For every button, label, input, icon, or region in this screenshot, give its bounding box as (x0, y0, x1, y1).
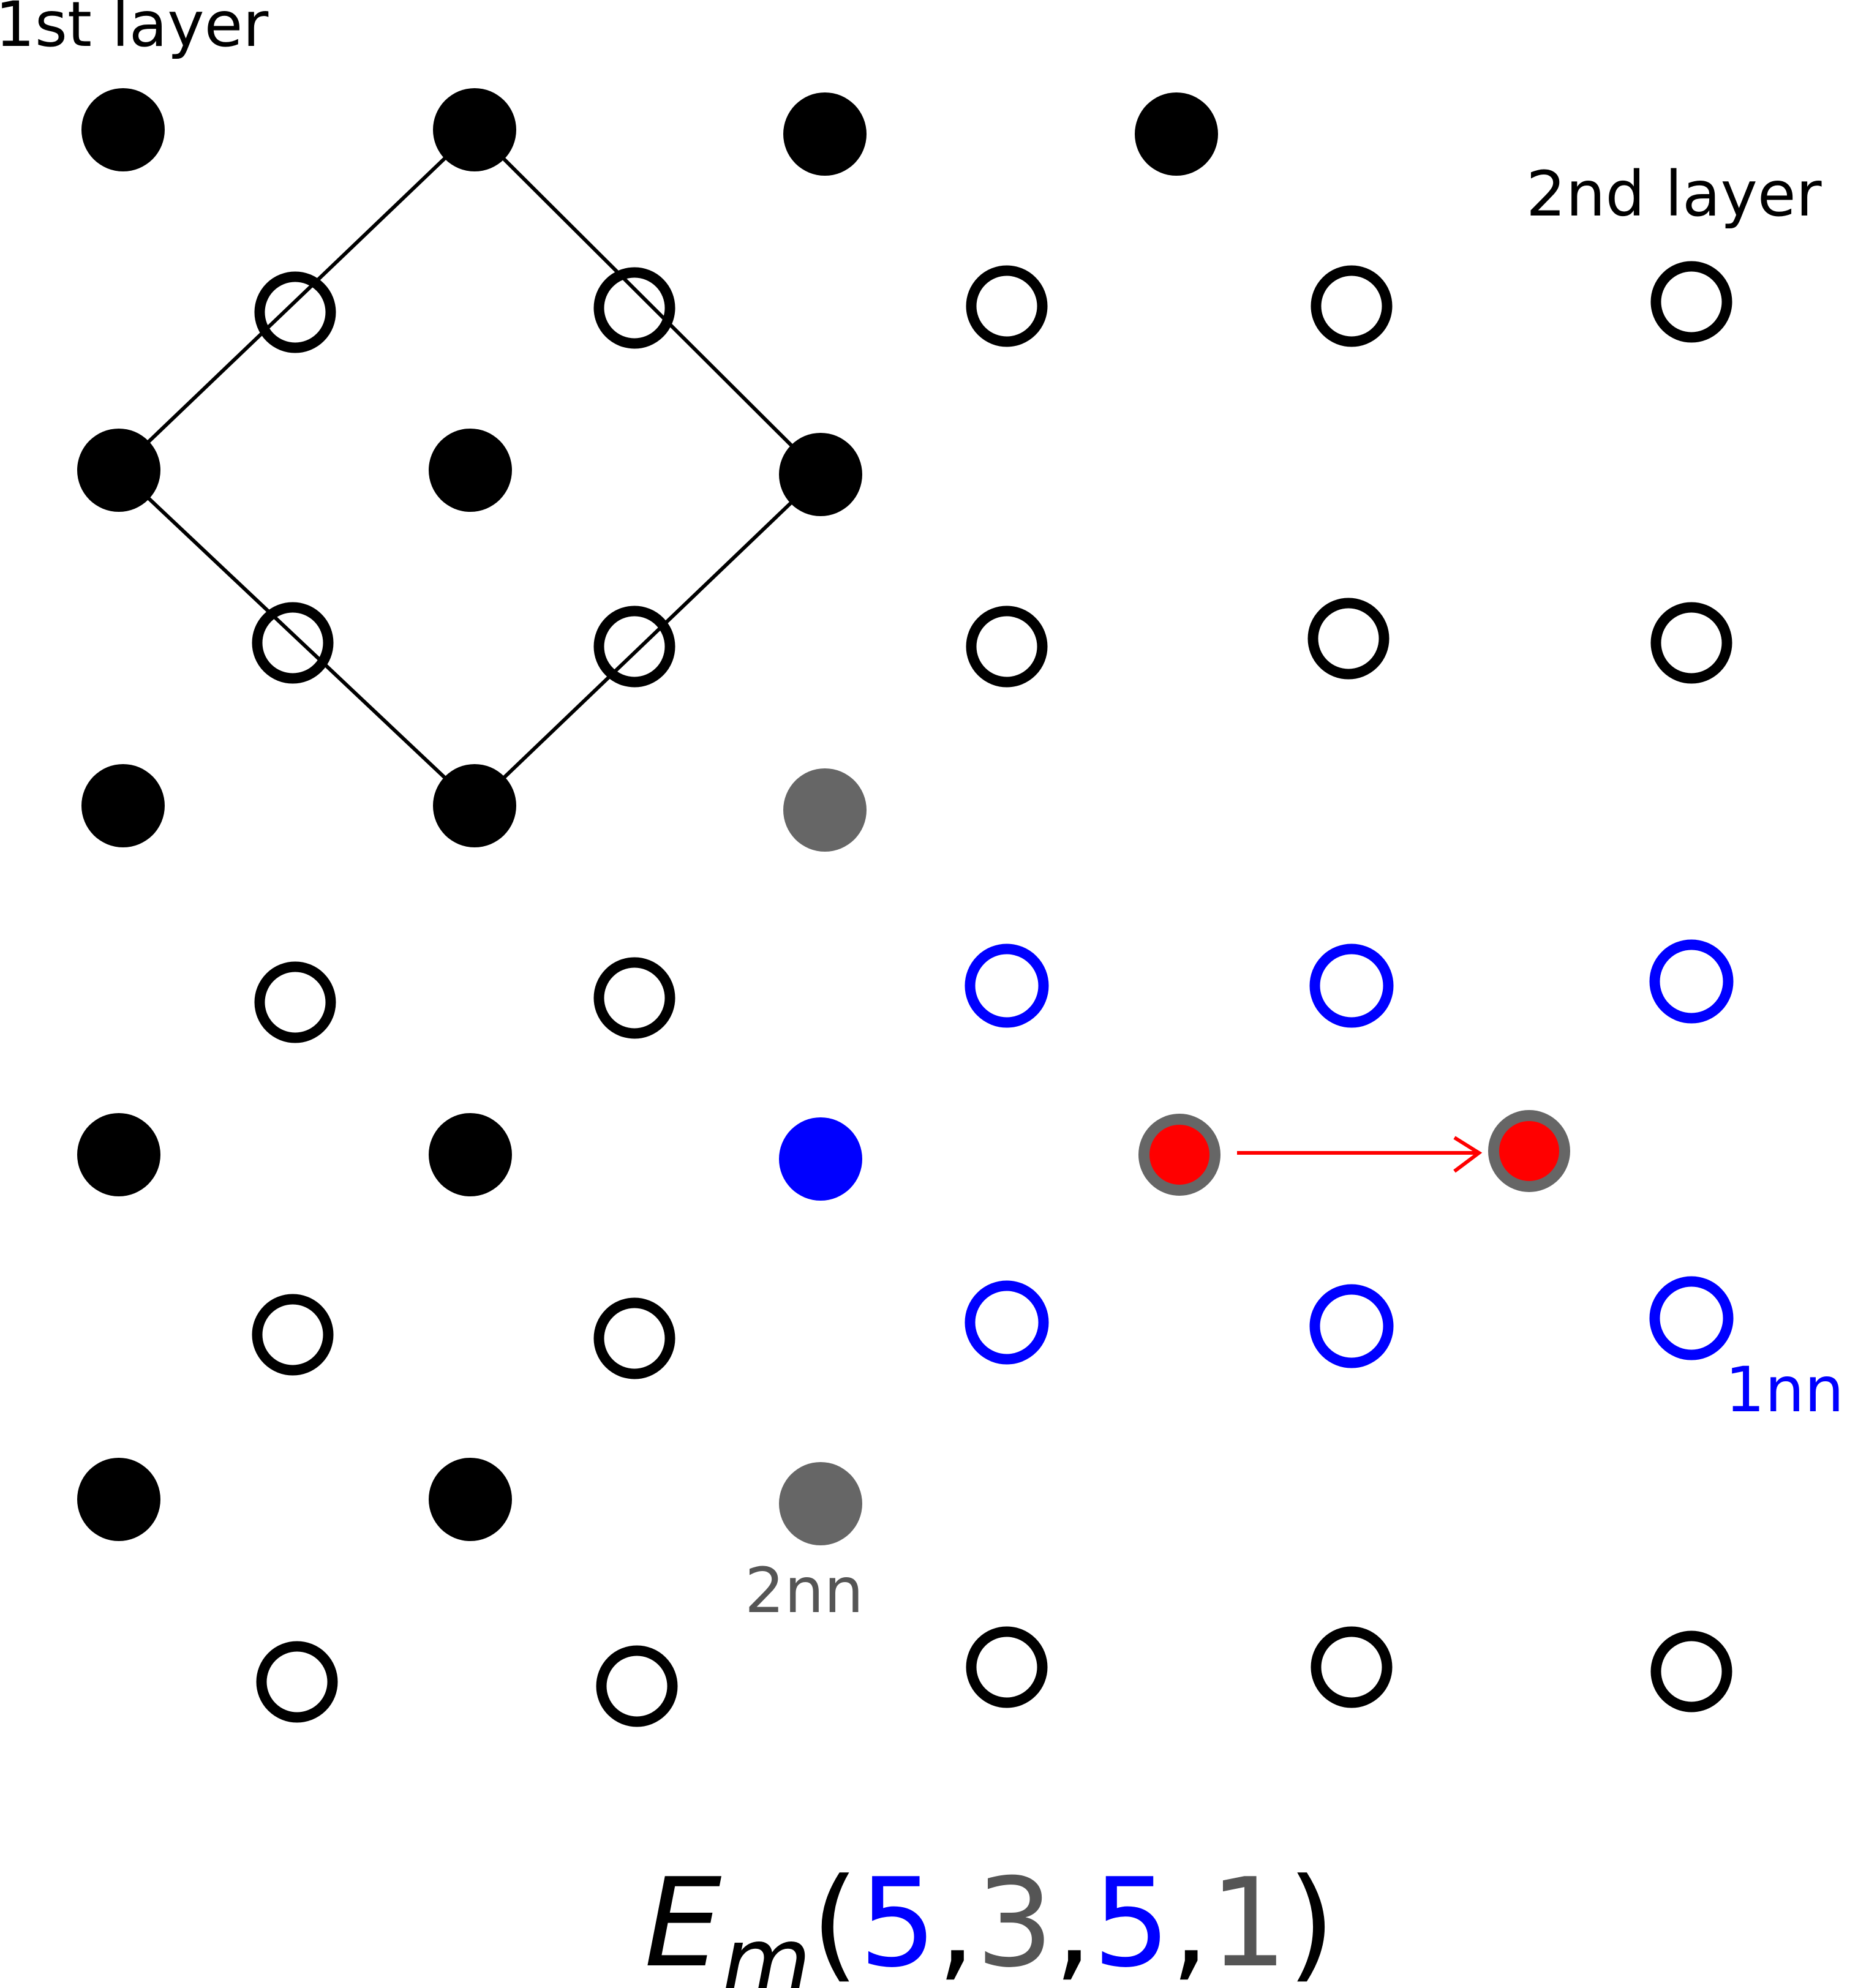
first-nn-label: 1nn (1725, 1354, 1844, 1427)
first-layer-atom (1135, 92, 1218, 176)
second-layer-sites (252, 261, 1732, 1727)
moving-atom-final (1488, 1110, 1570, 1192)
formula-arg-1nn-count: 5 (859, 1852, 937, 1988)
first-layer-atom (81, 88, 165, 171)
formula-arg-2nn-count: 3 (976, 1852, 1053, 1988)
first-layer-atoms (77, 88, 1218, 1541)
first-layer-atom (77, 1113, 160, 1196)
second-layer-site (593, 1297, 675, 1379)
first-layer-atom (77, 1458, 160, 1541)
first-nn-site (1309, 1284, 1394, 1368)
second-layer-site (1650, 602, 1732, 684)
formula-close-paren: ) (1287, 1852, 1335, 1988)
second-nn-atom (779, 1462, 862, 1545)
formula-open-paren: ( (811, 1852, 859, 1988)
second-layer-site (1311, 265, 1393, 347)
second-nn-atoms (779, 768, 867, 1545)
first-layer-atom (429, 429, 512, 512)
first-nn-atom (779, 1117, 862, 1201)
formula-comma: , (1054, 1852, 1093, 1988)
second-layer-site (252, 1294, 334, 1376)
second-layer-site (593, 606, 675, 688)
first-layer-atom (783, 92, 867, 176)
second-layer-site (1307, 598, 1390, 680)
formula-arg-1nn-count-final: 5 (1093, 1852, 1170, 1988)
second-layer-site (254, 961, 336, 1043)
first-nn-site (965, 1280, 1049, 1365)
second-nn-atom (783, 768, 867, 852)
first-nn-site (1649, 939, 1734, 1024)
formula-comma: , (1170, 1852, 1209, 1988)
second-layer-site (966, 1626, 1048, 1708)
second-layer-site (596, 1645, 678, 1727)
first-layer-atom (77, 429, 160, 512)
first-nn-site (1309, 943, 1394, 1028)
second-layer-site (256, 1641, 338, 1723)
first-nn-sites (965, 939, 1734, 1368)
second-layer-site (966, 265, 1048, 347)
second-layer-site (966, 606, 1048, 688)
first-layer-atom (433, 764, 516, 847)
migration-energy-formula: Em(5,3,5,1) (644, 1852, 1335, 1988)
first-layer-atom (429, 1458, 512, 1541)
first-nn-site (1649, 1276, 1734, 1360)
formula-symbol: E (644, 1852, 721, 1988)
moving-atom-initial (1138, 1114, 1220, 1196)
second-nn-label: 2nn (745, 1555, 863, 1627)
first-layer-atom (779, 433, 862, 516)
first-layer-atom (433, 88, 516, 171)
hop-arrow (1237, 1136, 1483, 1173)
formula-comma: , (937, 1852, 976, 1988)
second-layer-site (593, 267, 675, 349)
second-layer-site (254, 271, 336, 353)
second-layer-site (593, 957, 675, 1039)
first-layer-atom (81, 764, 165, 847)
first-layer-atom (429, 1113, 512, 1196)
formula-subscript: m (721, 1908, 811, 1988)
second-layer-site (252, 602, 334, 684)
second-layer-site (1650, 1630, 1732, 1712)
second-layer-site (1650, 261, 1732, 343)
second-layer-site (1311, 1626, 1393, 1708)
first-nn-site (965, 943, 1049, 1028)
first-layer-label: 1st layer (0, 0, 268, 61)
formula-arg-2nn-count-final: 1 (1209, 1852, 1287, 1988)
second-layer-label: 2nd layer (1526, 158, 1822, 231)
